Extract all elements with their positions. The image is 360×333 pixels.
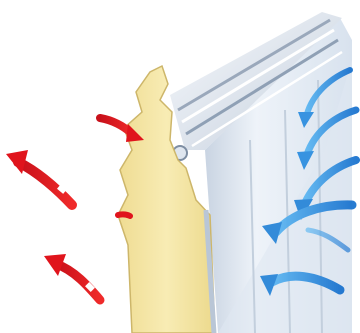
panel-cutaway-drawing — [0, 0, 360, 333]
insulated-panel-illustration — [0, 0, 360, 333]
